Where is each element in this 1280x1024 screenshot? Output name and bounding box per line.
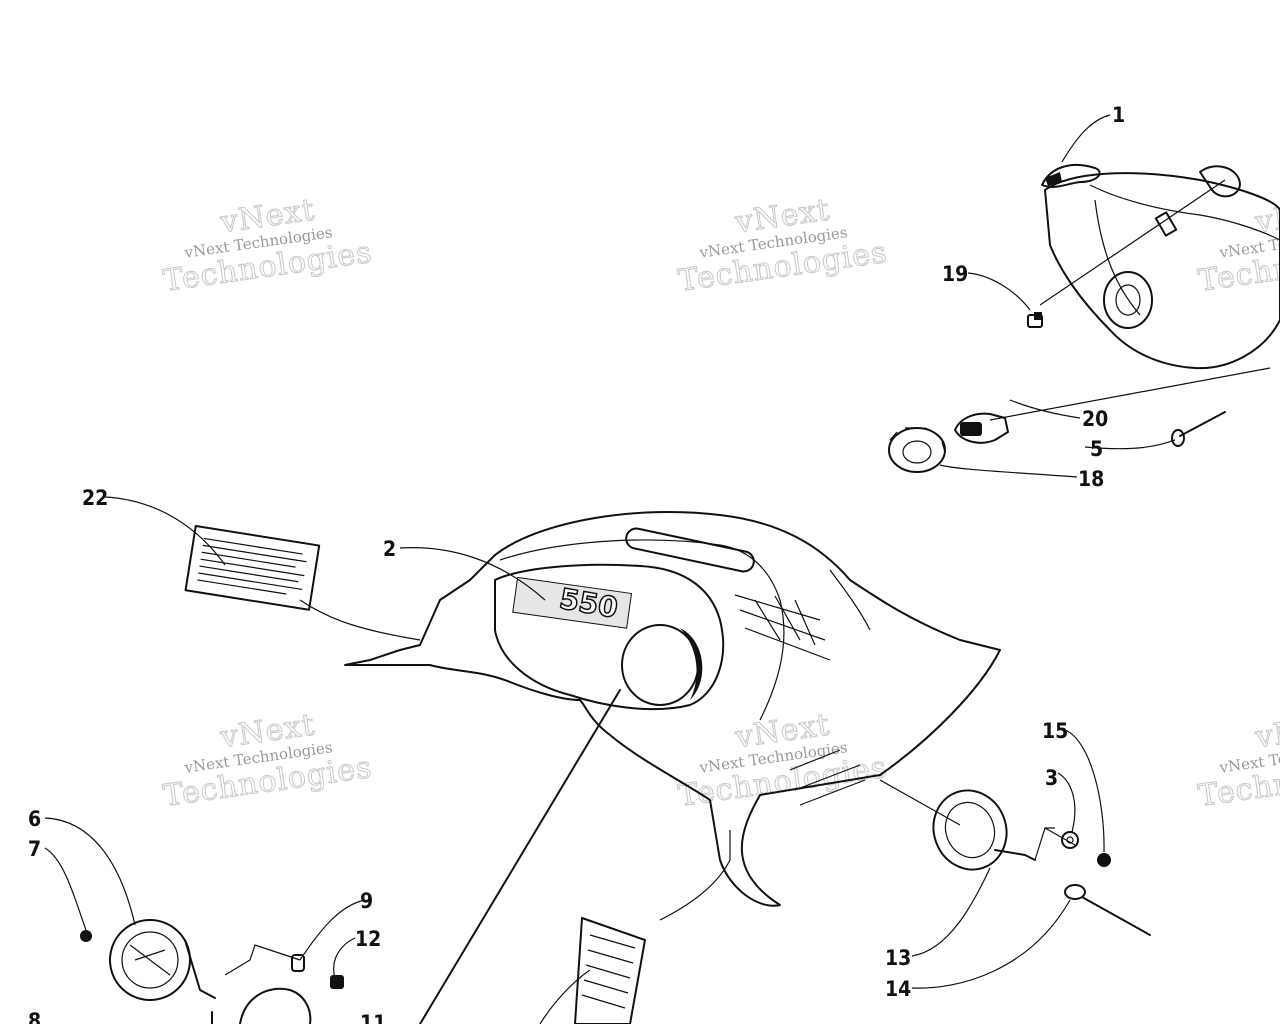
headlight-bracket [1041, 163, 1101, 188]
part-12 [330, 975, 344, 989]
leader-line [224, 944, 301, 976]
callout-12: 12 [355, 927, 381, 951]
watermark: vNext vNext Technologies Technologies [161, 707, 375, 814]
callout-20: 20 [1082, 407, 1108, 431]
callout-1: 1 [1112, 103, 1125, 127]
bulb-socket-20 [954, 412, 1009, 444]
headlight-clip [1199, 165, 1241, 198]
watermark: vNext vNext Technologies Technologies [676, 707, 890, 814]
gauge-11-partial [211, 987, 312, 1024]
watermark: vNext vNext Technologies Technologies [676, 192, 890, 299]
instruction-decal [574, 917, 646, 1024]
callout-2: 2 [383, 537, 396, 561]
bolt-19 [1027, 312, 1043, 328]
leader-lines [44, 114, 1176, 1024]
callout-11: 11 [360, 1011, 386, 1024]
nut-15 [1097, 853, 1111, 867]
callout-6: 6 [28, 807, 41, 831]
retaining-ring-18 [888, 427, 946, 473]
leader-line [1039, 179, 1226, 306]
callout-15: 15 [1042, 719, 1068, 743]
leader-line [989, 367, 1271, 421]
callout-3: 3 [1045, 766, 1058, 790]
part-9 [291, 954, 305, 972]
callout-18: 18 [1078, 467, 1104, 491]
callout-19: 19 [942, 262, 968, 286]
screw-5 [1171, 411, 1226, 447]
leader-line [879, 779, 1076, 861]
gauge-13 [932, 789, 1036, 871]
callout-9: 9 [360, 889, 373, 913]
cable-14 [1064, 884, 1151, 936]
screw-7 [80, 930, 92, 942]
warning-decal [184, 525, 321, 611]
washer-3 [1061, 831, 1079, 849]
watermark: vNext vNext Technologies Technologies [161, 192, 375, 299]
callout-13: 13 [885, 946, 911, 970]
callout-7: 7 [28, 837, 41, 861]
watermark: vNext vNext Technologies Technologies [1196, 707, 1280, 814]
callout-14: 14 [885, 977, 911, 1001]
callout-8: 8 [28, 1009, 41, 1024]
watermark: vNext vNext Technologies Technologies [1196, 192, 1280, 299]
console-hood: 550 [344, 510, 1001, 907]
callout-5: 5 [1090, 437, 1103, 461]
gauge-6 [109, 919, 216, 1001]
svg-text:vNext: vNext [1252, 707, 1280, 755]
callout-22: 22 [82, 486, 108, 510]
